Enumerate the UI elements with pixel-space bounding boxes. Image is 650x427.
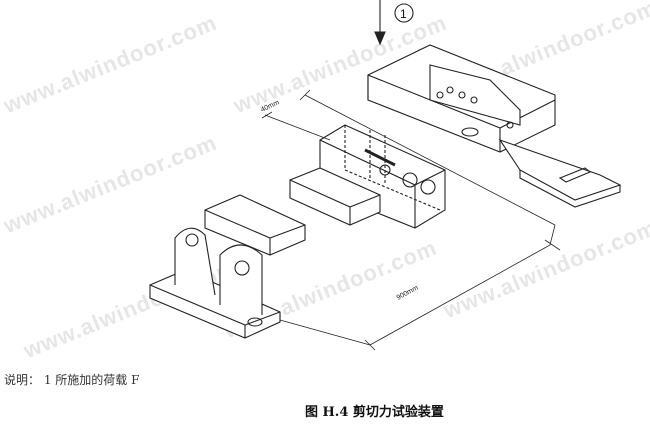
callout-circle <box>394 3 414 23</box>
figure-caption: 图 H.4 剪切力试验装置 <box>305 405 444 420</box>
dimension-900mm: 900mm <box>396 285 420 302</box>
dimension-lines <box>261 89 561 351</box>
connecting-bars <box>204 167 381 256</box>
dimension-40mm: 40mm <box>260 99 281 114</box>
base-bracket <box>149 227 281 339</box>
load-arrow-icon <box>374 0 386 46</box>
figure-note: 说明： 1 所施加的荷载 F <box>4 373 140 387</box>
callout-number: 1 <box>400 7 407 21</box>
upper-fixture <box>367 44 622 208</box>
